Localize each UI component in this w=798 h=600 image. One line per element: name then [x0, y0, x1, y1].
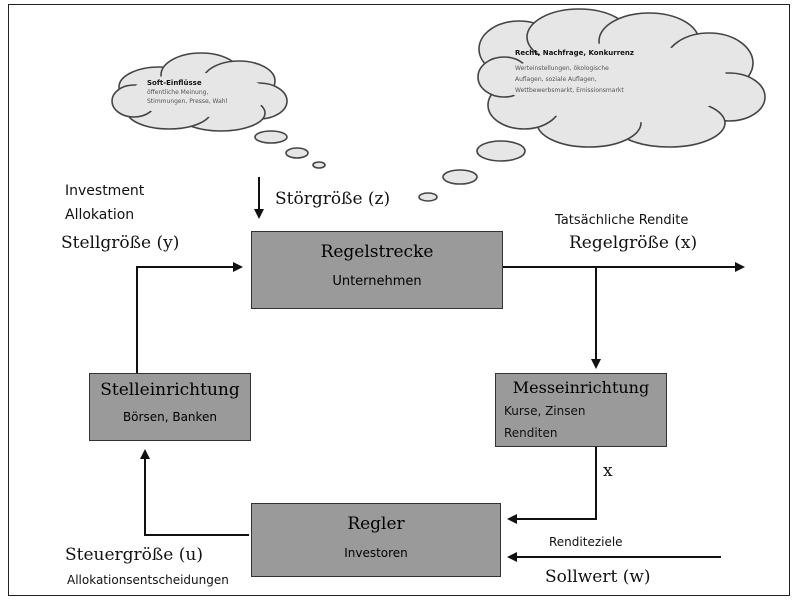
allokationsentscheidungen-label: Allokationsentscheidungen — [67, 573, 229, 587]
rendite-label: Tatsächliche Rendite — [555, 213, 689, 228]
regelgroesse-label: Regelgröße (x) — [569, 233, 698, 253]
stoergroesse-label: Störgröße (z) — [275, 189, 391, 209]
stelleinrichtung-title: Stelleinrichtung — [100, 380, 240, 400]
messeinrichtung-box: Messeinrichtung Kurse, Zinsen Renditen — [495, 373, 667, 447]
feedback-x-label: x — [603, 461, 613, 481]
allokation-label: Allokation — [65, 207, 135, 223]
regelstrecke-box: Regelstrecke Unternehmen — [251, 231, 503, 309]
stelleinrichtung-box: Stelleinrichtung Börsen, Banken — [89, 373, 251, 441]
renditeziele-label: Renditeziele — [549, 535, 623, 549]
connector-stell-to-regelstrecke — [136, 262, 243, 373]
regler-subtitle: Investoren — [344, 546, 408, 560]
thought-bubbles-left — [254, 130, 326, 169]
sollwert-label: Sollwert (w) — [545, 567, 651, 587]
regler-title: Regler — [347, 514, 405, 534]
diagram-graphics — [111, 8, 766, 562]
regler-box: Regler Investoren — [251, 503, 501, 577]
regelstrecke-title: Regelstrecke — [320, 242, 434, 262]
stellgroesse-label: Stellgröße (y) — [61, 233, 180, 253]
soft-influence-line-2: Stimmungen, Presse, Wahl — [147, 98, 228, 105]
regulation-line-1: Werteinstellungen, ökologische — [515, 65, 609, 72]
connector-regler-to-stell — [140, 449, 249, 536]
diagram-frame: Soft-Einflüsse öffentliche Meinung, Stim… — [8, 4, 790, 596]
soft-influence-cloud — [111, 52, 288, 132]
regulation-line-3: Wettbewerbsmarkt, Emissionsmarkt — [515, 87, 624, 94]
messeinrichtung-sub-2: Renditen — [504, 426, 558, 440]
investment-label: Investment — [65, 183, 145, 199]
regulation-title: Recht, Nachfrage, Konkurrenz — [515, 49, 634, 57]
stelleinrichtung-subtitle: Börsen, Banken — [122, 410, 218, 424]
soft-influence-line-1: öffentliche Meinung, — [147, 89, 209, 96]
soft-influence-title: Soft-Einflüsse — [147, 79, 202, 87]
regelstrecke-subtitle: Unternehmen — [332, 274, 422, 289]
messeinrichtung-title: Messeinrichtung — [512, 378, 650, 397]
messeinrichtung-sub-1: Kurse, Zinsen — [504, 404, 586, 418]
steuergroesse-label: Steuergröße (u) — [65, 545, 203, 565]
regulation-line-2: Auflagen, soziale Auflagen, — [515, 76, 597, 83]
thought-bubbles-right — [418, 140, 526, 202]
connector-mess-to-regler — [507, 445, 597, 524]
regulation-cloud — [477, 8, 766, 148]
